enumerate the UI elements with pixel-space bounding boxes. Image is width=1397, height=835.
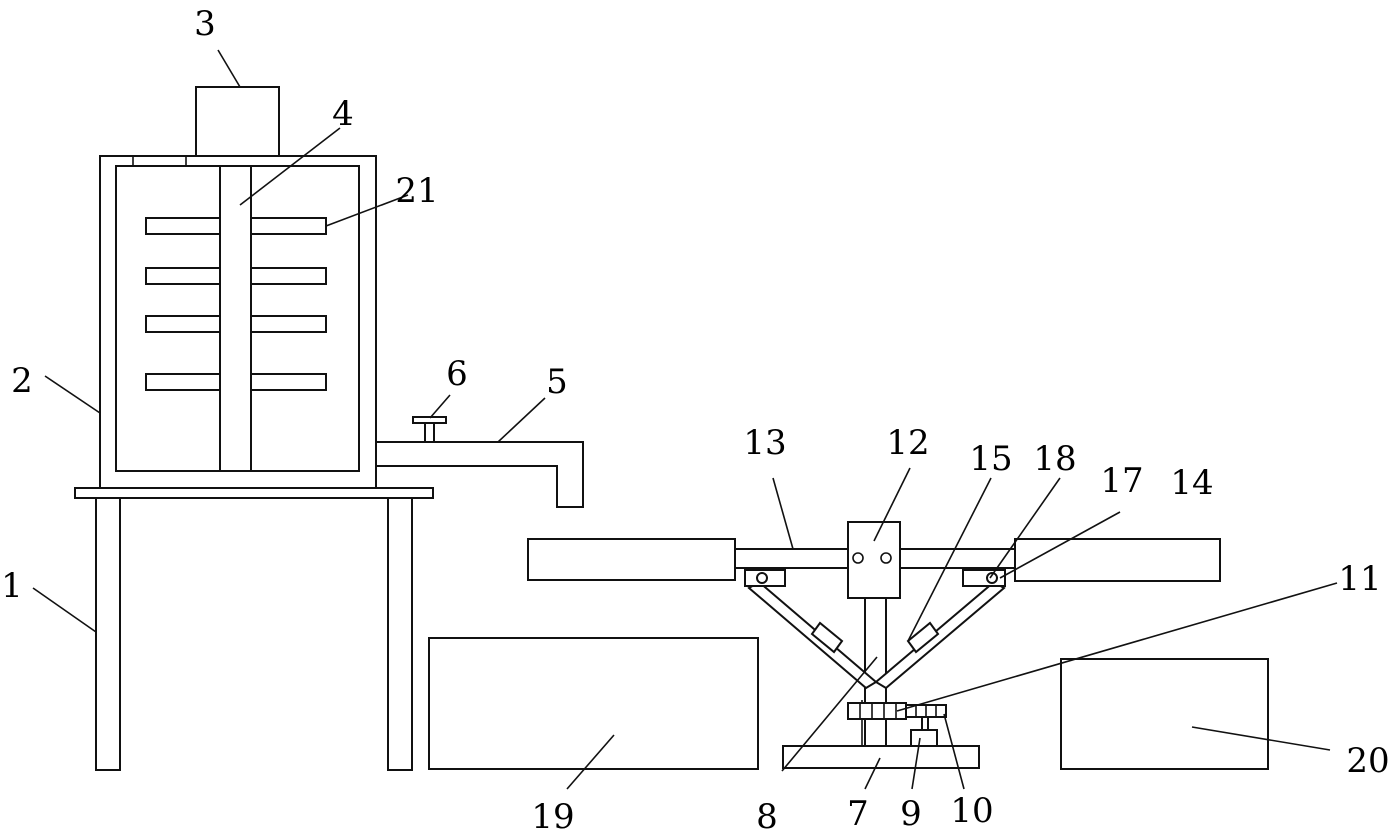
- cylinder-left: [810, 621, 844, 654]
- motor-shaft: [921, 716, 929, 731]
- rotating-frame: [527, 521, 1221, 769]
- label-17: 17: [1100, 461, 1143, 501]
- support-table: [74, 487, 434, 771]
- label-5: 5: [546, 362, 568, 402]
- label-1: 1: [1, 566, 23, 606]
- rotary-hub: [847, 521, 901, 599]
- motor-block: [195, 86, 280, 157]
- label-3: 3: [194, 4, 216, 44]
- label-18: 18: [1033, 439, 1076, 479]
- hub-bolt-left: [852, 552, 864, 564]
- table-leg-right: [387, 497, 413, 771]
- discharge-pipe: [375, 416, 584, 508]
- label-13: 13: [743, 423, 786, 463]
- label-2: 2: [11, 361, 33, 401]
- label-14: 14: [1170, 463, 1213, 503]
- valve-handle: [412, 416, 447, 424]
- arm-left-container: [527, 538, 736, 581]
- hinge-pin-right: [986, 572, 998, 584]
- base-plate: [782, 745, 980, 769]
- leader-lines: [32, 49, 1338, 790]
- discharge-pipe-body: [375, 441, 584, 508]
- hinge-bracket-right: [962, 569, 1006, 587]
- table-leg-left: [95, 497, 121, 771]
- label-19: 19: [531, 797, 574, 835]
- label-6: 6: [446, 354, 468, 394]
- reference-numbers: 3 4 21 2 1 6 5 13 12 15 18 17 14 11 20 1…: [1, 4, 1389, 835]
- vertical-post: [864, 597, 887, 747]
- label-4: 4: [332, 94, 354, 134]
- valve-stem: [424, 421, 435, 443]
- hinge-pin-left: [756, 572, 768, 584]
- label-9: 9: [900, 794, 922, 834]
- label-12: 12: [886, 423, 929, 463]
- arm-right-container: [1014, 538, 1221, 582]
- hub-bolt-right: [880, 552, 892, 564]
- label-11: 11: [1338, 559, 1381, 599]
- collection-box-20: [1060, 658, 1269, 770]
- label-21: 21: [395, 171, 438, 211]
- stirring-shaft: [219, 165, 252, 472]
- drive-motor: [910, 729, 938, 747]
- cylinder-right: [906, 621, 940, 654]
- label-15: 15: [969, 439, 1012, 479]
- collection-box-19: [428, 637, 759, 770]
- label-20: 20: [1346, 741, 1389, 781]
- label-10: 10: [950, 791, 993, 831]
- table-top: [74, 487, 434, 499]
- label-8: 8: [756, 797, 778, 835]
- label-7: 7: [847, 794, 869, 834]
- stirring-shaft-assembly: [145, 165, 327, 472]
